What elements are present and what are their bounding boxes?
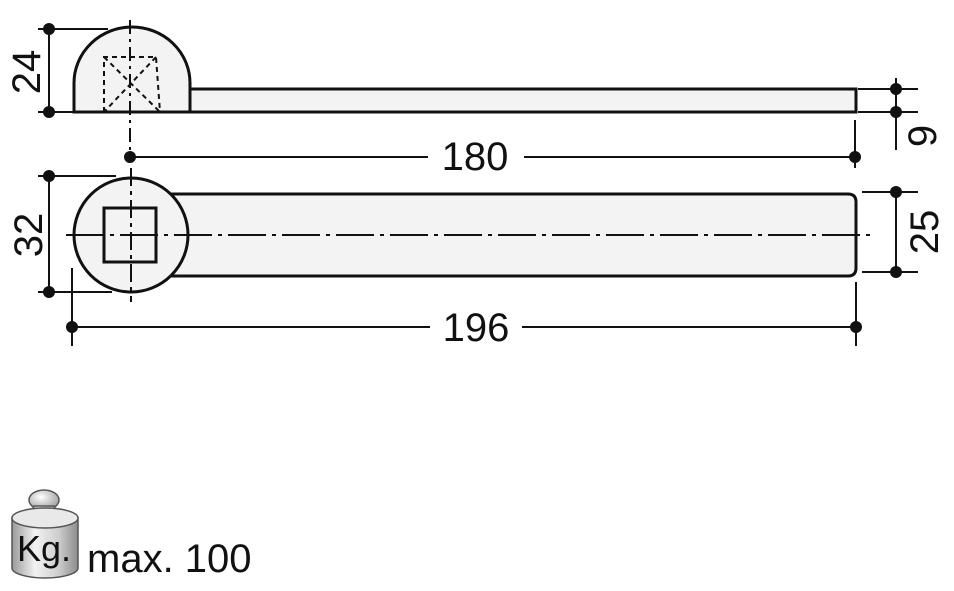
top-view xyxy=(66,168,876,302)
weight-icon xyxy=(11,489,79,579)
dim-top-width xyxy=(862,186,918,278)
dim-side-thickness-label: 9 xyxy=(901,125,945,147)
dim-side-length xyxy=(124,120,861,168)
dim-top-diameter-label: 32 xyxy=(7,213,51,258)
dim-side-height xyxy=(38,23,108,118)
side-view xyxy=(72,20,858,160)
dim-side-height-label: 24 xyxy=(5,50,49,95)
load-unit-label: Kg. xyxy=(17,528,71,569)
load-max-label: max. 100 xyxy=(87,537,252,581)
dim-top-length xyxy=(66,268,862,346)
dim-top-length-label: 196 xyxy=(443,306,510,350)
dim-top-width-label: 25 xyxy=(903,210,947,255)
dim-side-thickness xyxy=(858,78,918,150)
dim-top-diameter xyxy=(38,170,116,298)
side-view-head xyxy=(72,25,192,114)
side-view-bar xyxy=(188,87,858,114)
dim-side-length-label: 180 xyxy=(442,135,509,179)
